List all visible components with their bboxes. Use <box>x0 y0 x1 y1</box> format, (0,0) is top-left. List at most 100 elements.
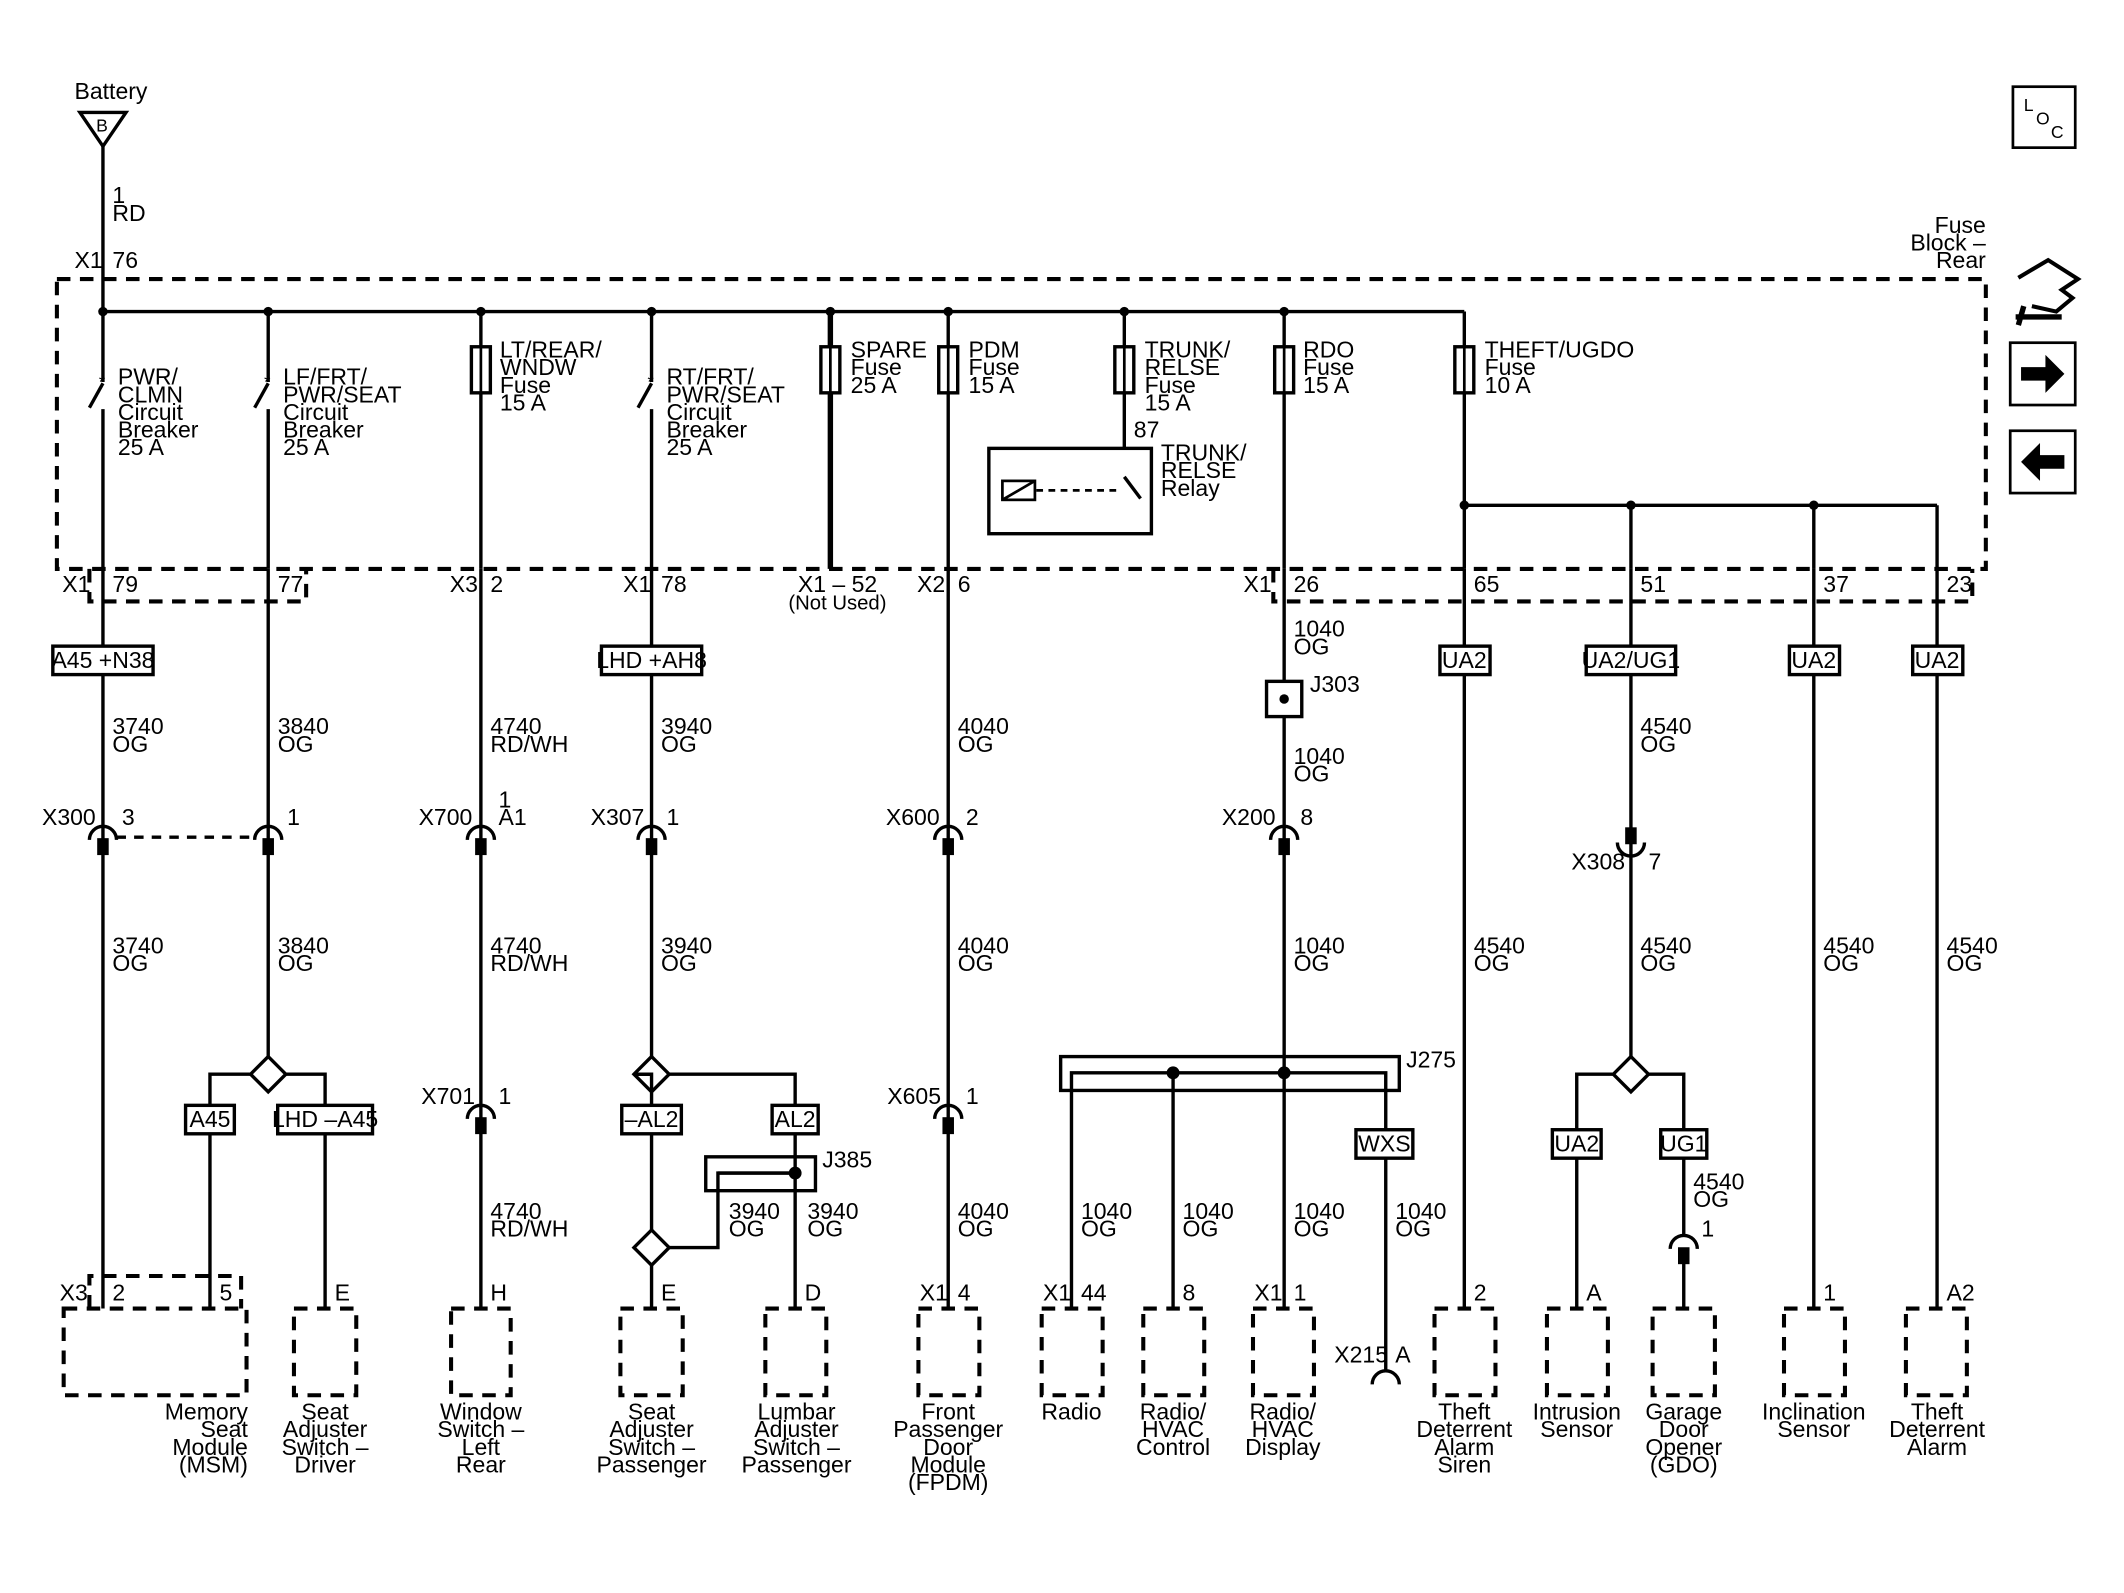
gdo-name-1: Garage <box>1645 1399 1722 1425</box>
component-view-icon[interactable] <box>2015 257 2082 326</box>
device-6-line-1: PDM <box>969 337 1020 363</box>
conn-x605: X605 <box>887 1083 941 1109</box>
fuse-block-connector-dashes <box>87 568 1975 604</box>
wire-23-number: 1040 <box>1183 1198 1234 1224</box>
wire-23-color: OG <box>1183 1216 1219 1242</box>
supply-color: RD <box>112 200 145 226</box>
radio-name-1: Radio <box>1041 1399 1101 1425</box>
load-fpdm-connector: X1 <box>920 1279 948 1305</box>
component-front-passenger-door-module[interactable]: Front Passenger Door Module (FPDM) <box>893 1399 1003 1495</box>
component-intrusion-sensor[interactable]: Intrusion Sensor <box>1533 1399 1621 1443</box>
wire-1-number: 3740 <box>112 713 163 739</box>
option-lhd-ah8-text: LHD +AH8 <box>596 647 707 673</box>
msm-name-3: Module <box>172 1434 248 1460</box>
option-wxs-text: WXS <box>1358 1130 1410 1156</box>
wire-26-number: 4540 <box>1693 1168 1744 1194</box>
lt-rear-wndw-fuse <box>469 311 493 569</box>
wire-6a-number: 1040 <box>1294 616 1345 642</box>
component-lumbar-adjuster-switch-passenger[interactable]: Lumbar Adjuster Switch – Passenger <box>741 1399 851 1478</box>
gdo-name-3: Opener <box>1645 1434 1722 1460</box>
wire-16-color: OG <box>1823 950 1859 976</box>
tdas-name-3: Alarm <box>1434 1434 1494 1460</box>
component-theft-deterrent-alarm[interactable]: Theft Deterrent Alarm <box>1889 1399 1986 1460</box>
rhc-name-1: Radio/ <box>1140 1399 1207 1425</box>
fuse-block-label-3: Rear <box>1936 247 1986 273</box>
svg-text:*: * <box>264 373 271 391</box>
option-box-al2: AL2 <box>770 1103 820 1136</box>
block-out-p65: 65 <box>1474 571 1500 597</box>
component-memory-seat-module[interactable]: Memory Seat Module (MSM) <box>165 1399 249 1478</box>
device-4-line-5: 25 A <box>666 434 713 460</box>
component-window-switch-left-rear[interactable]: Window Switch – Left Rear <box>437 1399 524 1478</box>
component-radio-hvac-control[interactable]: Radio/ HVAC Control <box>1136 1399 1210 1460</box>
load-rhc-pin: 8 <box>1183 1279 1196 1305</box>
lasp-name-4: Passenger <box>741 1451 851 1477</box>
wire-6b-number: 1040 <box>1294 743 1345 769</box>
wire-4-number: 3940 <box>661 713 712 739</box>
option-al2-text: AL2 <box>775 1106 816 1132</box>
theft-ugdo-fuse <box>1453 311 1939 569</box>
splice-pack-j385-label: J385 <box>822 1147 872 1173</box>
component-inclination-sensor[interactable]: Inclination Sensor <box>1762 1399 1866 1443</box>
device-7-line-3: Fuse <box>1145 372 1196 398</box>
component-seat-adjuster-switch-driver[interactable]: Seat Adjuster Switch – Driver <box>282 1399 369 1478</box>
load-rhd-connector: X1 <box>1254 1279 1282 1305</box>
sasp-name-2: Adjuster <box>609 1416 694 1442</box>
next-page-arrow-icon[interactable] <box>2008 341 2077 407</box>
conn-x215-pin: A <box>1395 1342 1411 1368</box>
option-ua2-inclination-text: UA2 <box>1791 647 1836 673</box>
inline-connectors-row-2 <box>465 1103 1699 1309</box>
component-theft-deterrent-alarm-siren[interactable]: Theft Deterrent Alarm Siren <box>1416 1399 1513 1478</box>
option-box-lhd-ah8: LHD +AH8 <box>596 644 707 677</box>
pwr-clmn-circuit-breaker: * <box>87 311 106 569</box>
wire-24-color: OG <box>1294 1216 1330 1242</box>
block-out-x1b: X1 <box>623 571 651 597</box>
option-box-wxs: WXS <box>1354 1128 1415 1160</box>
spare-fuse <box>819 311 842 569</box>
relay-label-1: TRUNK/ <box>1161 440 1247 466</box>
option-box-lhd-a45: LHD –A45 <box>272 1103 378 1136</box>
wire-2-color: OG <box>278 731 314 757</box>
tdas-name-1: Theft <box>1438 1399 1491 1425</box>
wire-20-color: OG <box>807 1216 843 1242</box>
splice-j303 <box>1264 679 1304 719</box>
wire-18-number: 4740 <box>490 1198 541 1224</box>
component-radio-hvac-display[interactable]: Radio/ HVAC Display <box>1245 1399 1321 1460</box>
component-garage-door-opener[interactable]: Garage Door Opener (GDO) <box>1645 1399 1722 1478</box>
load-wslr-pin: H <box>490 1279 507 1305</box>
fpdm-name-1: Front <box>921 1399 975 1425</box>
block-out-p2: 2 <box>490 571 503 597</box>
gdo-name-4: (GDO) <box>1650 1451 1718 1477</box>
component-seat-adjuster-switch-passenger[interactable]: Seat Adjuster Switch – Passenger <box>597 1399 707 1478</box>
device-5-line-2: Fuse <box>851 354 902 380</box>
rt-frt-pwr-seat-circuit-breaker: * <box>636 311 654 569</box>
fpdm-name-5: (FPDM) <box>908 1469 989 1495</box>
wire-7-color: OG <box>1640 731 1676 757</box>
rdo-fuse <box>1272 311 1296 569</box>
block-out-p77: 77 <box>278 571 304 597</box>
wire-22-color: OG <box>1081 1216 1117 1242</box>
is-name-2: Sensor <box>1540 1416 1613 1442</box>
option-box-ua2-alarm: UA2 <box>1910 644 1965 677</box>
wire-17-color: OG <box>1947 950 1983 976</box>
device-4-line-2: PWR/SEAT <box>666 381 785 407</box>
load-msm-pin-2: 2 <box>112 1279 125 1305</box>
loc-letter-l: L <box>2024 95 2034 115</box>
option-box-a45: A45 <box>183 1103 237 1136</box>
device-2-line-4: Breaker <box>283 417 364 443</box>
device-2-line-1: LF/FRT/ <box>283 364 368 390</box>
wire-4-color: OG <box>661 731 697 757</box>
conn-x700-cavity: A1 <box>498 804 526 830</box>
previous-page-arrow-icon[interactable] <box>2008 429 2077 495</box>
device-2-line-5: 25 A <box>283 434 330 460</box>
conn-x200-pin: 8 <box>1300 804 1313 830</box>
device-1-line-2: CLMN <box>118 381 183 407</box>
device-8-line-2: Fuse <box>1303 354 1354 380</box>
device-3-line-3: Fuse <box>500 372 551 398</box>
load-sasd-pin: E <box>335 1279 350 1305</box>
component-radio[interactable]: Radio <box>1041 1399 1101 1425</box>
loc-icon[interactable]: L O C <box>2011 85 2077 150</box>
fuse-block-label-2: Block – <box>1910 230 1986 256</box>
lf-frt-pwr-seat-circuit-breaker: * <box>253 311 271 569</box>
device-1-line-4: Breaker <box>118 417 199 443</box>
